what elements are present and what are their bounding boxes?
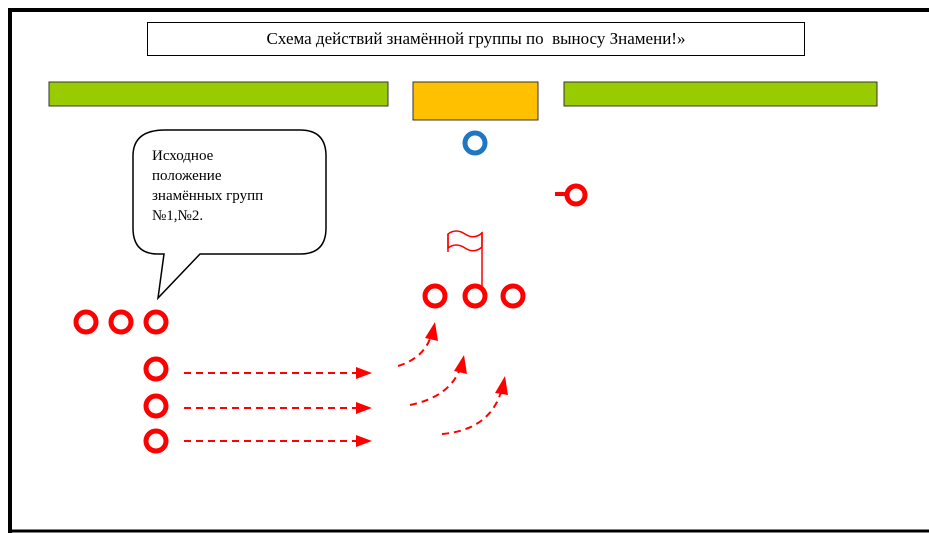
green-bar-right [563,81,878,107]
start-group-circle-1 [73,309,99,335]
dashed-arrow-1 [184,367,372,379]
red-circle-commander [564,183,588,207]
callout-line: знамённых групп [152,188,264,204]
callout-line: №1,№2. [152,208,204,224]
curved-arrow-1 [397,322,438,367]
column-circle-1 [143,356,169,382]
start-group-circle-2 [108,309,134,335]
column-circle-3 [143,428,169,454]
start-group-circle-3 [143,309,169,335]
flag-group-circle-2 [462,283,488,309]
green-bar-left [48,81,389,107]
dashed-arrow-2 [184,402,372,414]
curved-arrow-3 [441,376,508,435]
curved-arrow-2 [409,355,467,406]
blue-circle [462,130,488,156]
orange-bar-center [412,81,539,121]
callout-line: Исходное [152,148,214,164]
callout-bubble [132,129,327,301]
flag-group-circle-1 [422,283,448,309]
column-circle-2 [143,393,169,419]
dashed-arrow-3 [184,435,372,447]
callout-line: положение [152,168,222,184]
flag-group-circle-3 [500,283,526,309]
scheme-title: Схема действий знамённой группы по вынос… [147,22,805,56]
callout-text: Исходное положение знамённых групп №1,№2… [152,146,312,226]
flag-icon [447,230,483,288]
